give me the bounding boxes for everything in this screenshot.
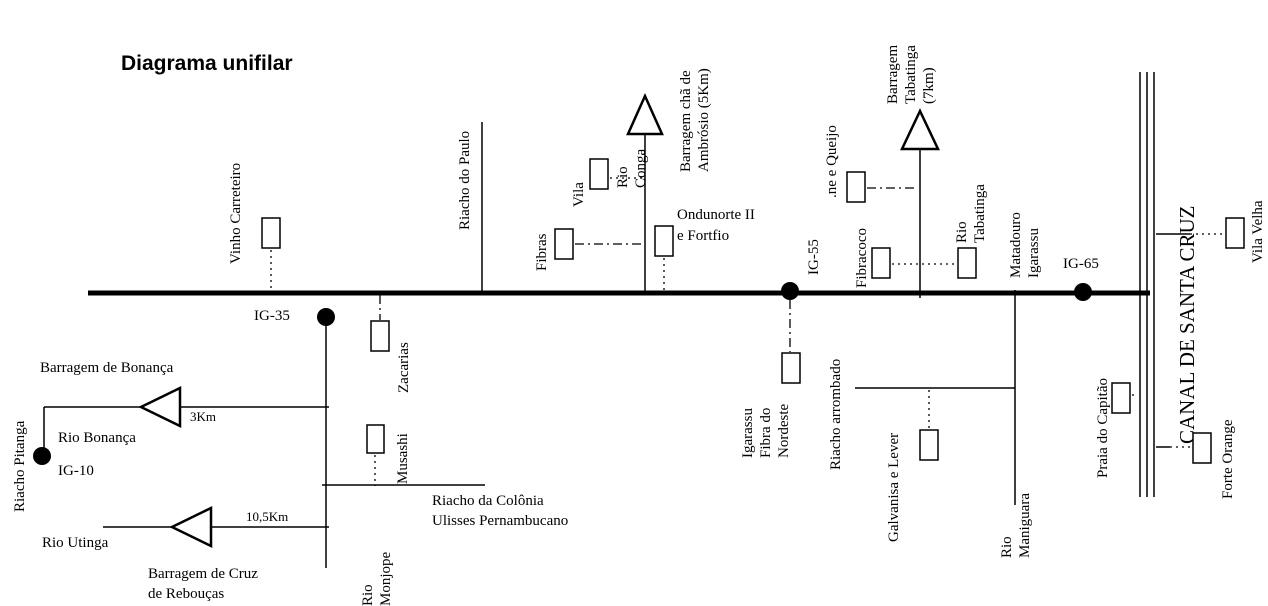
barragem-cha-triangle xyxy=(626,92,664,136)
zacarias-label: Zacarias xyxy=(396,342,412,393)
rio-tabatinga-box xyxy=(957,247,977,279)
canal-santa-cruz: CANAL DE SANTA CRUZ xyxy=(1139,72,1199,497)
ondunorte-label-2: e Fortfio xyxy=(677,228,729,244)
rio-bonanca-label: Rio Bonança xyxy=(58,430,136,446)
musashi-box xyxy=(366,424,385,454)
fibras-label: Fibras xyxy=(534,233,550,271)
riacho-colonia-label-2: Ulisses Pernambucano xyxy=(432,513,568,529)
rio-maniguara-label-1: Rio xyxy=(999,536,1015,558)
praia-capitao-box xyxy=(1111,382,1131,414)
riacho-paulo-label: Riacho do Paulo xyxy=(457,131,473,230)
ondunorte-box xyxy=(654,225,674,257)
riacho-colonia-label-1: Riacho da Colônia xyxy=(432,493,544,509)
rio-conga-label-1: Rio xyxy=(615,166,631,188)
matadouro-label-1: Matadouro xyxy=(1008,212,1024,278)
barragem-cruz-label-2: de Rebouças xyxy=(148,586,224,602)
node-ig35-label: IG-35 xyxy=(254,308,290,324)
barragem-tabatinga-triangle xyxy=(900,108,940,151)
rio-maniguara-label-2: Maniguara xyxy=(1017,493,1033,558)
canal-label: CANAL DE SANTA CRUZ xyxy=(1175,206,1199,444)
vila-box xyxy=(589,158,609,190)
riacho-pitanga-label: Riacho Pitanga xyxy=(12,420,28,512)
node-ig10-label: IG-10 xyxy=(58,463,94,479)
leite-queijo-label: .ne e Queijo xyxy=(824,125,840,198)
dist-10-5km-label: 10,5Km xyxy=(246,509,288,524)
fibracoco-label: Fibracoco xyxy=(854,228,870,288)
barragem-bonanca-label: Barragem de Bonança xyxy=(40,360,174,376)
galvanisa-label: Galvanisa e Lever xyxy=(886,433,902,542)
igarassu-fibra-label-1: Igarassu xyxy=(740,408,756,458)
vinho-carreteiro-label: Vinho Carreteiro xyxy=(228,163,244,264)
riacho-arrombado-label: Riacho arrombado xyxy=(828,359,844,470)
node-ig10 xyxy=(33,447,51,465)
fibracoco-box xyxy=(871,247,891,279)
node-ig65-label: IG-65 xyxy=(1063,256,1099,272)
forte-orange-box xyxy=(1192,432,1212,464)
rio-conga-label-2: Conga xyxy=(633,148,649,188)
vila-label: Vila xyxy=(571,182,587,207)
vila-velha-label: Vila Velha xyxy=(1250,200,1266,263)
matadouro-label-2: Igarassu xyxy=(1026,228,1042,278)
barragem-tabatinga-label-1: Barragem xyxy=(885,45,901,104)
rio-tabatinga-label-2: Tabatinga xyxy=(972,184,988,243)
vila-velha-box xyxy=(1225,217,1245,249)
dist-3km-label: 3Km xyxy=(190,409,216,424)
rio-utinga-label: Rio Utinga xyxy=(42,535,109,551)
leite-queijo-box xyxy=(846,171,866,203)
barragem-cha-label-2: Ambrósio (5Km) xyxy=(696,68,712,172)
barragem-tabatinga-label-3: (7km) xyxy=(921,67,937,104)
barragem-cruz-triangle xyxy=(169,506,213,548)
forte-orange-label: Forte Orange xyxy=(1220,419,1236,499)
node-ig65 xyxy=(1074,283,1092,301)
diagram-title: Diagrama unifilar xyxy=(121,52,293,75)
node-ig55-label: IG-55 xyxy=(806,239,822,275)
vinho-carreteiro-box xyxy=(261,217,281,249)
barragem-tabatinga-label-2: Tabatinga xyxy=(903,45,919,104)
ondunorte-label-1: Ondunorte II xyxy=(677,207,755,223)
rio-tabatinga-label-1: Rio xyxy=(954,221,970,243)
rio-monjope-label-1: Rio xyxy=(360,584,376,606)
barragem-cruz-label-1: Barragem de Cruz xyxy=(148,566,258,582)
barragem-cha-label-1: Barragem chã de xyxy=(678,70,694,172)
praia-capitao-label: Praia do Capitão xyxy=(1095,378,1111,478)
rio-monjope-label-2: Monjope xyxy=(378,551,394,606)
galvanisa-box xyxy=(919,429,939,461)
igarassu-fibra-label-3: Nordeste xyxy=(776,404,792,458)
igarassu-fibra-label-2: Fibra do xyxy=(758,408,774,458)
zacarias-box xyxy=(370,320,390,352)
node-ig55 xyxy=(781,282,799,300)
igarassu-fibra-box xyxy=(781,352,801,384)
fibras-box xyxy=(554,228,574,260)
barragem-bonanca-triangle xyxy=(138,386,182,428)
musashi-label: Musashi xyxy=(395,433,411,484)
